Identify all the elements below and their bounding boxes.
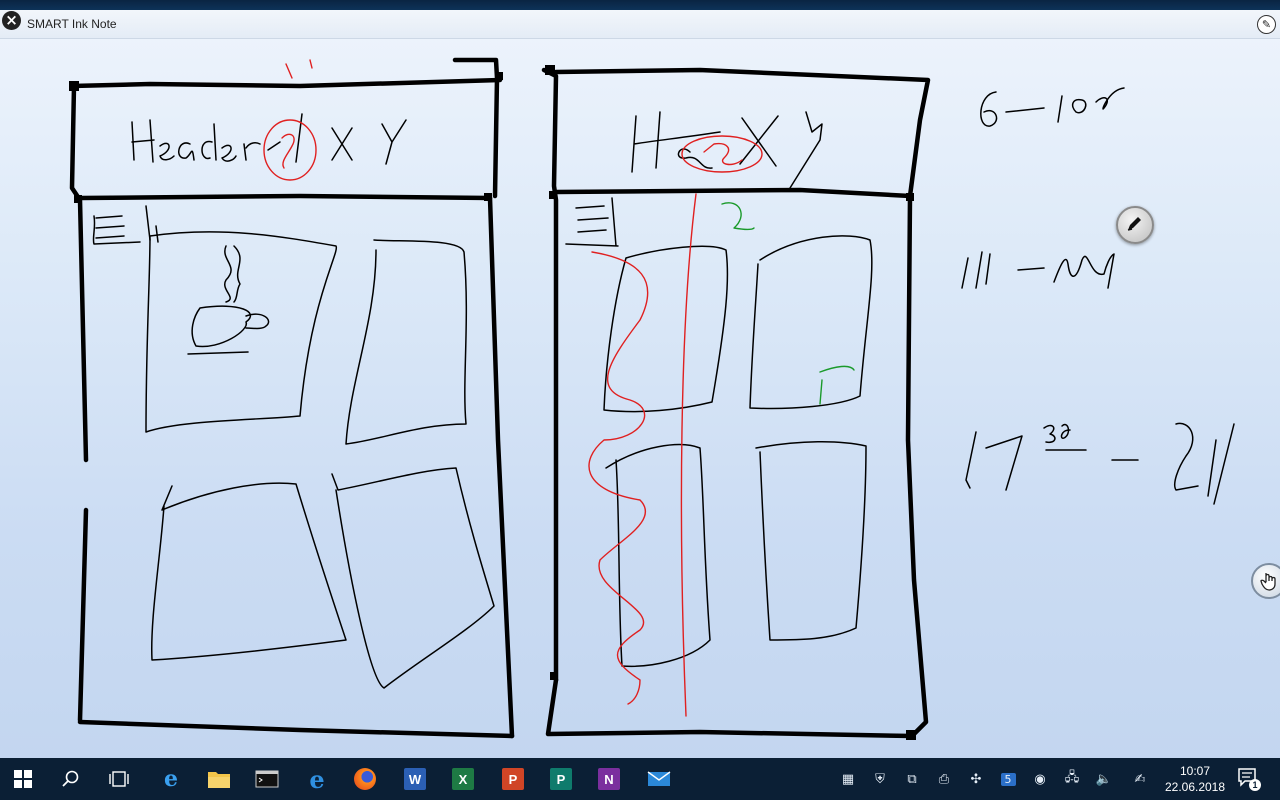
tray-security[interactable]: ⛨ (868, 758, 892, 800)
terminal-icon (255, 770, 279, 788)
folder-icon (208, 772, 230, 788)
pen-workspace-icon: ✍ (1134, 771, 1146, 787)
word-button[interactable]: W (392, 758, 438, 800)
windows-logo-icon (14, 770, 32, 788)
clock-time: 10:07 (1179, 764, 1211, 778)
desktop-top-strip (0, 0, 1280, 12)
onenote-icon: N (598, 768, 620, 790)
start-button[interactable] (0, 758, 46, 800)
smart-tools-icon: ✣ (970, 771, 982, 787)
powerpoint-icon: P (502, 768, 524, 790)
window-icon: ⧉ (907, 771, 917, 787)
app-badge-icon: 5 (1000, 772, 1016, 786)
tray-pen[interactable]: ✍ (1128, 758, 1152, 800)
edge-icon: e (164, 766, 178, 792)
tray-app-1[interactable]: ▦ (836, 758, 860, 800)
tray-smart-tools[interactable]: ✣ (964, 758, 988, 800)
mail-icon (647, 771, 671, 786)
hand-pointer-icon (1260, 573, 1276, 591)
tray-app-7[interactable]: ◉ (1028, 758, 1052, 800)
volume-muted-icon: 🔈 (1095, 771, 1113, 787)
terminal-button[interactable] (244, 758, 290, 800)
tray-printer[interactable]: ⎙ (932, 758, 956, 800)
publisher-button[interactable]: P (538, 758, 584, 800)
search-icon (62, 770, 79, 787)
clock-date: 22.06.2018 (1164, 780, 1226, 794)
notification-count-badge: 1 (1249, 779, 1261, 791)
title-bar: × SMART Ink Note ✎ (0, 10, 1280, 39)
pen-icon (1127, 217, 1141, 231)
publisher-icon: P (550, 768, 572, 790)
ink-note-window: × SMART Ink Note ✎ (0, 10, 1280, 758)
left-wireframe (69, 57, 515, 739)
powerpoint-button[interactable]: P (490, 758, 536, 800)
excel-button[interactable]: X (440, 758, 486, 800)
right-wireframe (541, 67, 931, 739)
search-button[interactable] (48, 758, 94, 800)
tray-volume[interactable]: 🔈 (1092, 758, 1116, 800)
tray-app-3[interactable]: ⧉ (900, 758, 924, 800)
network-icon: 🖧 (1064, 770, 1080, 785)
notification-icon (1238, 768, 1256, 787)
internet-explorer-button[interactable]: e (294, 758, 340, 800)
taskbar: e e W X P P N ▦ ⛨ ⧉ ⎙ ✣ 5 ◉ 🖧 (0, 758, 1280, 800)
floating-hand-tool[interactable] (1251, 563, 1280, 599)
file-explorer-button[interactable] (196, 758, 242, 800)
task-view-button[interactable] (96, 758, 142, 800)
ink-canvas[interactable] (0, 10, 1280, 758)
network-app-icon: ▦ (841, 771, 855, 787)
firefox-icon (354, 768, 376, 790)
tray-app-6[interactable]: 5 (996, 758, 1020, 800)
excel-icon: X (452, 768, 474, 790)
window-title: SMART Ink Note (27, 17, 117, 31)
word-icon: W (404, 768, 426, 790)
edit-pen-button[interactable]: ✎ (1257, 15, 1276, 34)
floating-pen-tool[interactable] (1116, 206, 1154, 244)
close-button[interactable]: × (2, 11, 21, 30)
clock[interactable]: 10:07 22.06.2018 (1158, 763, 1232, 795)
action-center-button[interactable]: 1 (1236, 766, 1262, 792)
internet-explorer-icon: e (309, 764, 325, 794)
task-view-icon (109, 771, 129, 787)
disc-icon: ◉ (1034, 771, 1046, 787)
printer-icon: ⎙ (938, 771, 950, 787)
shield-icon: ⛨ (875, 771, 885, 787)
mail-button[interactable] (636, 758, 682, 800)
firefox-button[interactable] (342, 758, 388, 800)
tray-network[interactable]: 🖧 (1060, 758, 1084, 800)
edge-taskbar-button[interactable]: e (148, 758, 194, 800)
onenote-button[interactable]: N (586, 758, 632, 800)
